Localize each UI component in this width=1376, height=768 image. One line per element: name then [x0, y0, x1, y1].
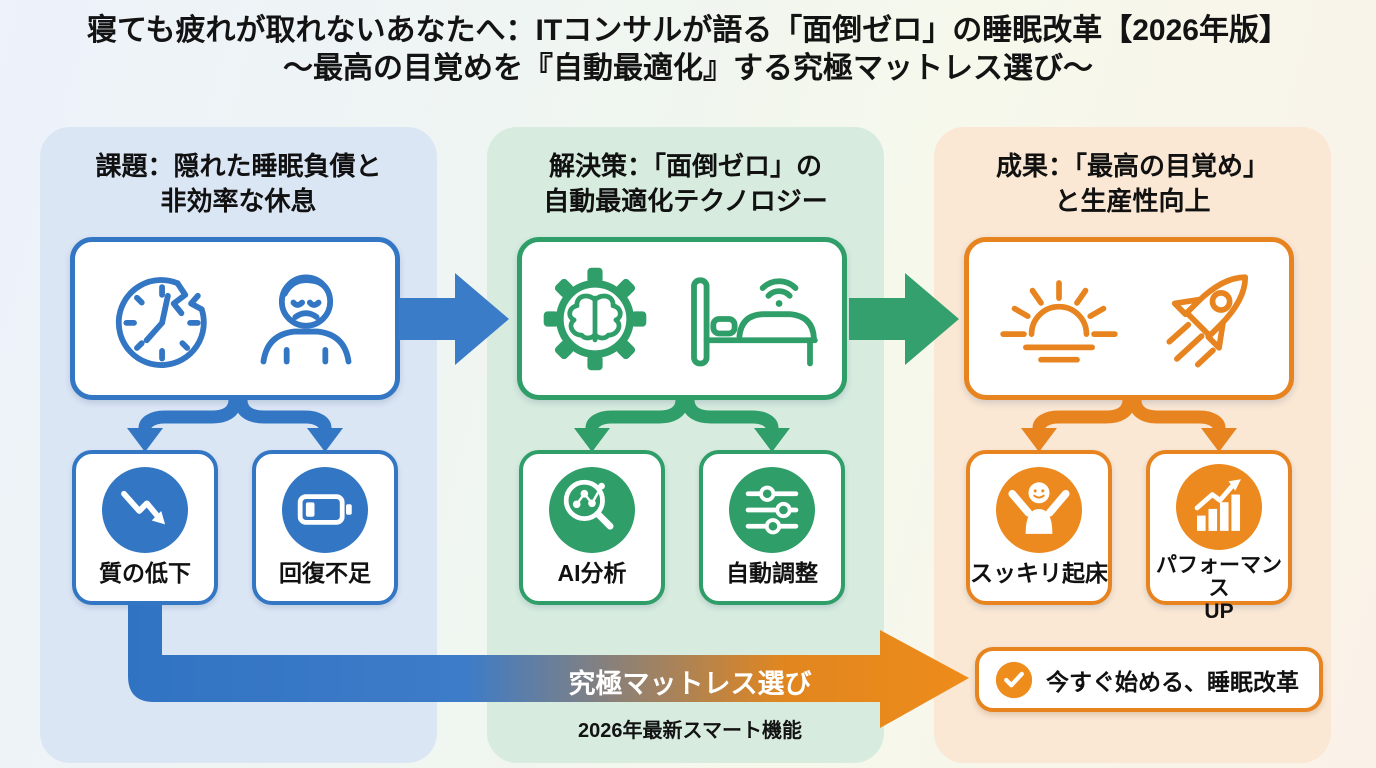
result-sub-label-performance: パフォーマンス UP — [1156, 554, 1282, 623]
solution-sub-label-analysis: AI分析 — [557, 560, 627, 586]
problem-fork-arrow — [127, 400, 343, 452]
brain-gear-icon — [543, 267, 647, 370]
rocket-icon — [1166, 273, 1249, 367]
result-sub-box-performance: パフォーマンス UP — [1146, 450, 1292, 623]
solution-sub-box-analysis: AI分析 — [519, 450, 665, 605]
growth-chart-icon — [1176, 464, 1262, 550]
cta-label: 今すぐ始める、睡眠改革 — [1046, 668, 1299, 695]
panel-problem: 課題：隠れた睡眠負債と 非効率な休息 — [40, 127, 437, 763]
solution-sub-label-adjust: 自動調整 — [726, 560, 818, 586]
check-circle-icon — [995, 661, 1033, 699]
solution-header: 解決策：「面倒ゼロ」の 自動最適化テクノロジー — [543, 151, 828, 216]
bottom-flow-subtext: 2026年最新スマート機能 — [578, 720, 802, 742]
declining-trend-icon — [102, 467, 188, 553]
result-sub-label-wakeup: スッキリ起床 — [970, 560, 1108, 586]
problem-sub-box-recovery: 回復不足 — [252, 450, 398, 605]
low-battery-icon — [282, 467, 368, 553]
solution-fork-arrow — [574, 400, 790, 452]
page-title: 寝ても疲れが取れないあなたへ：ITコンサルが語る「面倒ゼロ」の睡眠改革【2026… — [0, 12, 1376, 88]
result-header: 成果：「最高の目覚め」 と生産性向上 — [995, 151, 1269, 216]
solution-sub-box-adjust: 自動調整 — [699, 450, 845, 605]
result-sub-box-wakeup: スッキリ起床 — [966, 450, 1112, 605]
page-title-line1: 寝ても疲れが取れないあなたへ：ITコンサルが語る「面倒ゼロ」の睡眠改革【2026… — [87, 14, 1289, 47]
bottom-flow-arrow — [128, 605, 969, 728]
sunrise-icon — [1000, 279, 1118, 363]
broken-clock-icon — [115, 276, 207, 368]
happy-person-icon — [996, 467, 1082, 553]
solution-to-result-arrow — [849, 273, 959, 365]
bottom-flow-label: 究極マットレス選び — [568, 669, 812, 699]
tired-person-icon — [260, 274, 352, 364]
problem-main-box — [70, 237, 400, 400]
result-main-box — [964, 237, 1294, 400]
smart-bed-icon — [691, 276, 818, 366]
sliders-icon — [729, 467, 815, 553]
problem-sub-label-quality: 質の低下 — [99, 560, 191, 586]
result-fork-arrow — [1021, 400, 1237, 452]
cta-box: 今すぐ始める、睡眠改革 — [975, 647, 1323, 712]
page-title-line2: ～最高の目覚めを『自動最適化』する究極マットレス選び～ — [283, 52, 1093, 85]
problem-sub-label-recovery: 回復不足 — [279, 560, 371, 586]
solution-main-box — [517, 237, 847, 400]
problem-sub-box-quality: 質の低下 — [72, 450, 218, 605]
problem-header: 課題：隠れた睡眠負債と 非効率な休息 — [95, 151, 382, 216]
problem-to-solution-arrow — [399, 273, 509, 365]
ai-analysis-icon — [549, 467, 635, 553]
